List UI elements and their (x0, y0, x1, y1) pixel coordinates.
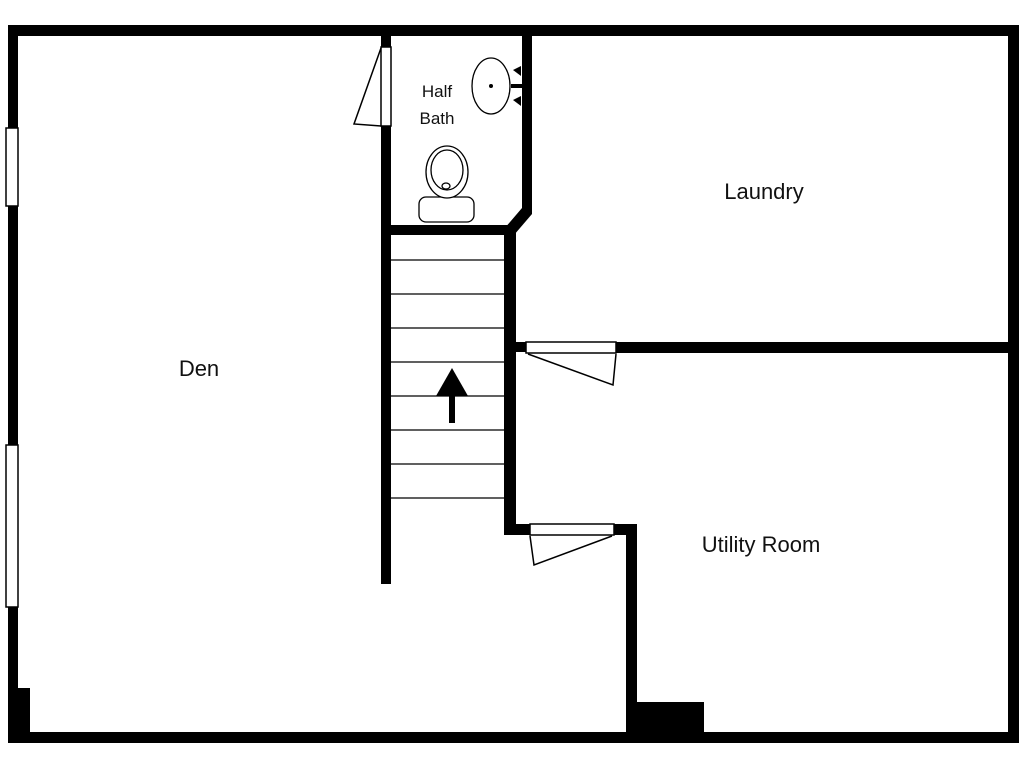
room-label-den: Den (179, 356, 219, 381)
window-upper (5, 127, 19, 207)
room-label-laundry: Laundry (724, 179, 804, 204)
window-lower (5, 444, 19, 608)
sink-icon (471, 57, 523, 115)
toilet-icon (418, 145, 475, 223)
interior-walls (18, 36, 1019, 743)
room-label-utility-room: Utility Room (702, 532, 821, 557)
arrow-up-icon (436, 368, 468, 423)
doors (352, 46, 617, 567)
half-bath-door (352, 46, 392, 127)
laundry-door (525, 341, 617, 387)
windows (5, 127, 19, 608)
exterior-walls (8, 25, 1019, 743)
room-label-half-bath-line1: Half (422, 82, 453, 101)
utility-room-door (529, 523, 615, 567)
room-label-half-bath-line2: Bath (420, 109, 455, 128)
